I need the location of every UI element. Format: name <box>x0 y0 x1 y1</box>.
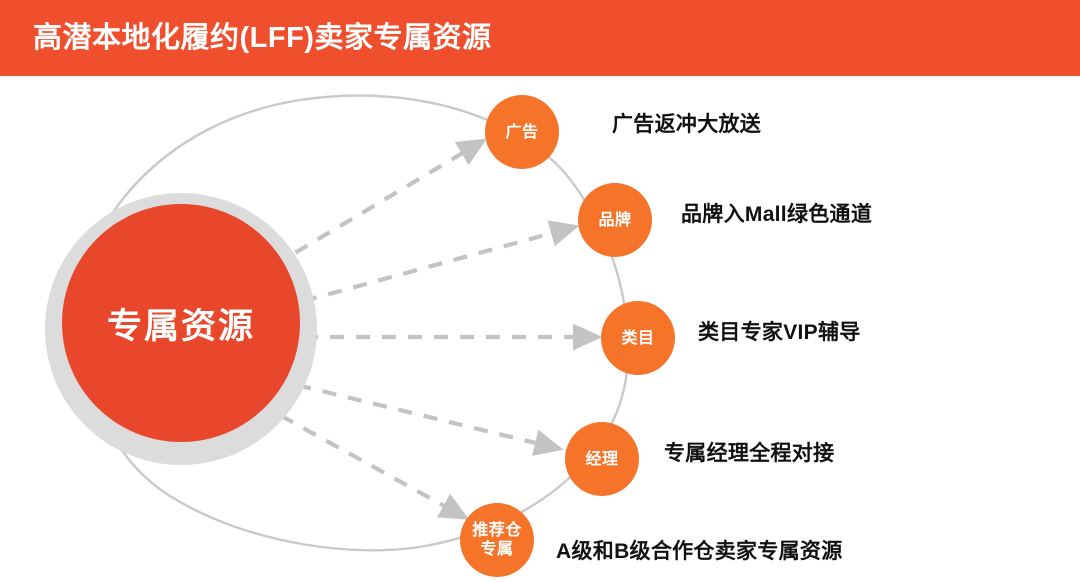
hub-inner-circle: 专属资源 <box>62 204 300 442</box>
node-manager-label: 经理 <box>585 450 619 468</box>
arrow-to-brand <box>277 220 580 311</box>
connector-arc <box>73 94 630 552</box>
node-manager-description: 专属经理全程对接 <box>664 442 835 465</box>
node-ads-label: 广告 <box>505 123 539 141</box>
arrow-to-ads <box>271 138 487 268</box>
node-warehouse-label-line1: 推荐仓 <box>472 522 522 539</box>
node-brand-label: 品牌 <box>598 211 632 229</box>
page-title: 高潜本地化履约(LFF)卖家专属资源 <box>33 22 492 54</box>
node-warehouse-description: A级和B级合作仓卖家专属资源 <box>556 540 843 563</box>
arrow-to-manager <box>271 376 564 456</box>
arrow-to-warehouse <box>256 401 470 520</box>
node-brand-description: 品牌入Mall绿色通道 <box>681 203 873 226</box>
diagram-area: 专属资源 广告 广告返冲大放送 品牌 品牌入Mall绿色通道 类目 类目专家VI… <box>0 76 1080 582</box>
diagram-connectors <box>73 94 630 552</box>
node-brand[interactable]: 品牌 <box>578 183 652 257</box>
node-category-description: 类目专家VIP辅导 <box>698 321 861 344</box>
node-category[interactable]: 类目 <box>601 301 675 375</box>
hub-label: 专属资源 <box>106 306 255 346</box>
node-manager[interactable]: 经理 <box>565 422 639 496</box>
node-warehouse-label: 推荐仓 专属 <box>472 521 522 559</box>
header-banner: 高潜本地化履约(LFF)卖家专属资源 <box>0 0 1080 76</box>
node-ads-description: 广告返冲大放送 <box>612 113 762 136</box>
node-warehouse[interactable]: 推荐仓 专属 <box>460 503 534 577</box>
node-ads[interactable]: 广告 <box>485 95 559 169</box>
node-category-label: 类目 <box>621 329 655 347</box>
hub-circle[interactable]: 专属资源 <box>45 193 317 465</box>
node-warehouse-label-line2: 专属 <box>480 541 514 558</box>
